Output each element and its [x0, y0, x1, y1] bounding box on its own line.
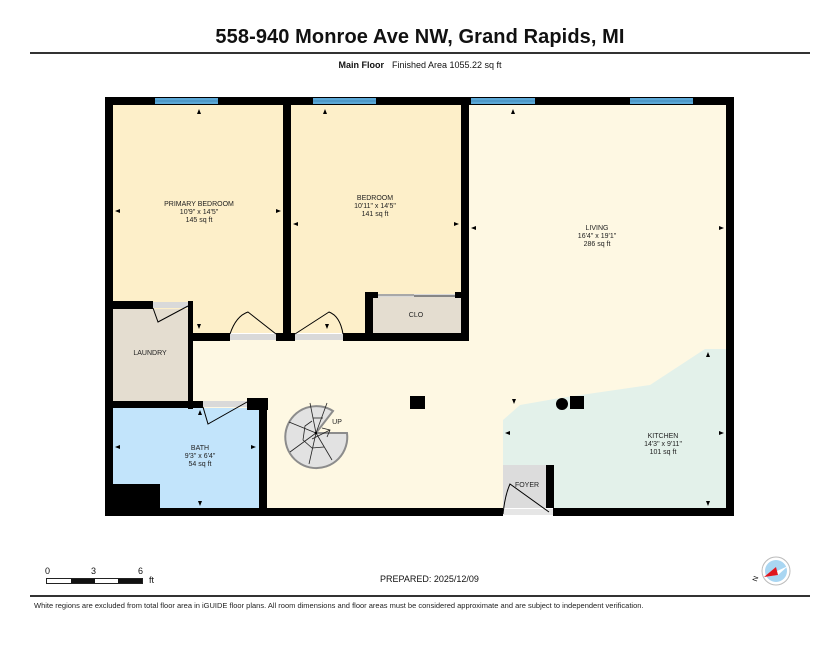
compass-icon: N	[752, 556, 791, 586]
room-dimensions: 16'4" x 19'1"	[577, 233, 617, 240]
room-name: LIVING	[585, 225, 609, 232]
label-bedroom: BEDROOM 10'11" x 14'5" 141 sq ft	[354, 195, 396, 219]
room-name: KITCHEN	[647, 433, 679, 440]
scale-tick: 3	[91, 566, 97, 576]
label-primary-bedroom: PRIMARY BEDROOM 10'9" x 14'5" 145 sq ft	[164, 201, 234, 225]
room-area: 101 sq ft	[649, 449, 677, 456]
label-living: LIVING 16'4" x 19'1" 286 sq ft	[578, 225, 616, 249]
room-name: LAUNDRY	[133, 350, 167, 357]
room-dimensions: 9'3" x 6'4"	[184, 453, 216, 460]
room-foyer	[503, 465, 553, 508]
room-dimensions: 14'3" x 9'11"	[644, 441, 682, 448]
scale-unit: ft	[149, 575, 155, 585]
label-foyer: FOYER	[515, 482, 539, 490]
spiral-stair	[284, 402, 349, 470]
room-primary-bedroom	[113, 105, 283, 333]
room-area: 54 sq ft	[188, 461, 212, 468]
outer-walls	[105, 97, 734, 516]
disclaimer-text: White regions are excluded from total fl…	[34, 601, 644, 610]
label-bath: BATH 9'3" x 6'4" 54 sq ft	[185, 445, 216, 469]
windows	[155, 98, 693, 104]
room-closet	[369, 296, 461, 333]
compass-north-label: N	[752, 575, 760, 582]
room-laundry	[113, 309, 188, 401]
finished-area: Finished Area 1055.22 sq ft	[391, 60, 502, 70]
doors	[152, 294, 553, 515]
scale-tick: 0	[45, 566, 51, 576]
dimension-arrows	[115, 109, 724, 506]
interior-walls	[113, 105, 584, 508]
room-area: 286 sq ft	[583, 241, 611, 248]
floor-name: Main Floor	[338, 60, 384, 70]
label-closet: CLO	[409, 312, 423, 320]
room-dimensions: 10'11" x 14'5"	[354, 203, 396, 210]
property-address-title: 558-940 Monroe Ave NW, Grand Rapids, MI	[215, 26, 625, 48]
footer-divider	[30, 595, 810, 597]
room-name: FOYER	[514, 482, 540, 489]
label-kitchen: KITCHEN 14'3" x 9'11" 101 sq ft	[644, 433, 682, 457]
room-area: 145 sq ft	[185, 217, 213, 224]
room-name: BEDROOM	[356, 195, 394, 202]
room-name: PRIMARY BEDROOM	[164, 201, 234, 208]
room-name: BATH	[190, 445, 210, 452]
prepared-date: PREPARED: 2025/12/09	[380, 574, 479, 584]
stair-up-label: UP	[332, 419, 342, 426]
room-kitchen	[503, 349, 726, 508]
room-area: 141 sq ft	[361, 211, 389, 218]
room-dimensions: 10'9" x 14'5"	[179, 209, 219, 216]
floor-summary: Main Floor Finished Area 1055.22 sq ft	[0, 60, 840, 70]
scale-tick: 6	[138, 566, 144, 576]
scale-bar-graphic	[46, 578, 143, 584]
room-name: CLO	[408, 312, 424, 319]
header-divider	[30, 52, 810, 54]
label-laundry: LAUNDRY	[133, 350, 166, 358]
